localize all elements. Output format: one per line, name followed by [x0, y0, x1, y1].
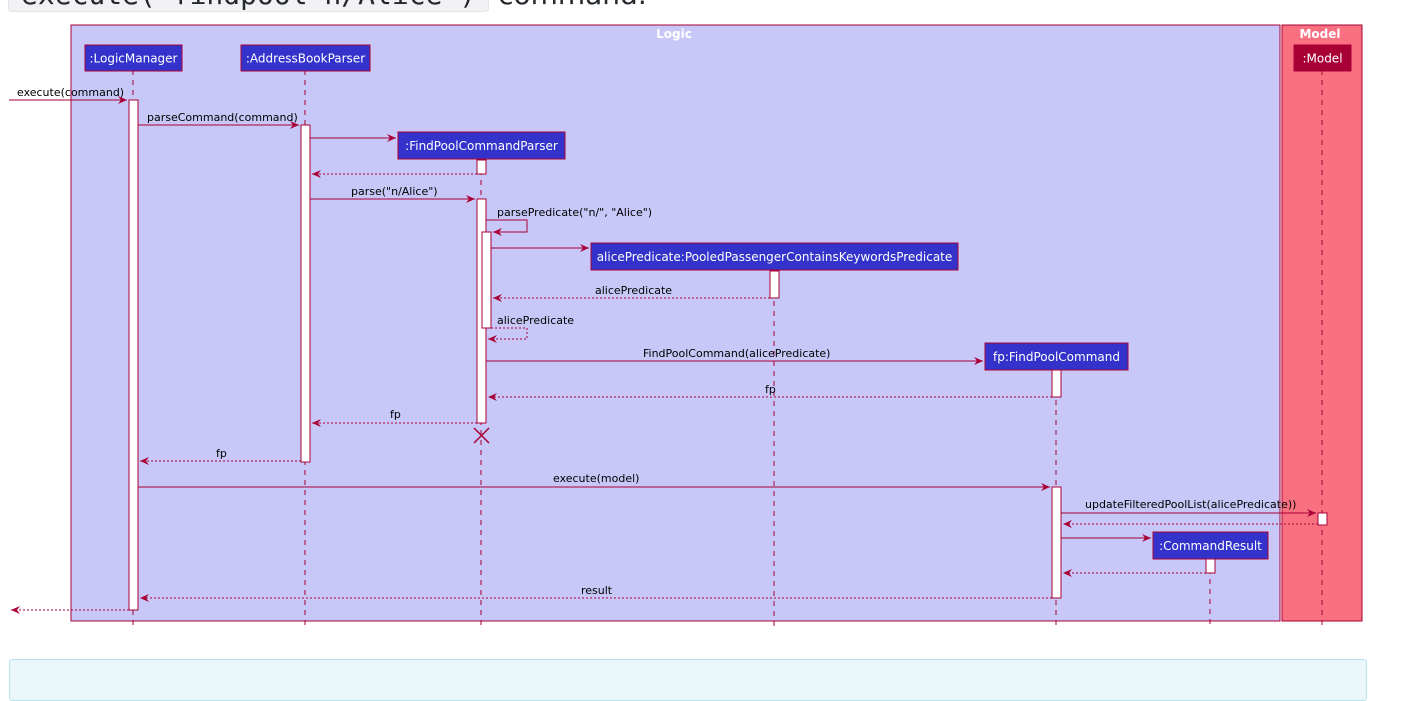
msg-label-fp-created: fp [765, 383, 776, 396]
return-alice-predicate-self [488, 327, 528, 343]
svg-text::CommandResult: :CommandResult [1159, 539, 1262, 553]
activation-parser-parse-predicate [481, 231, 492, 329]
msg-label-result: result [581, 584, 613, 597]
msg-label-execute-model: execute(model) [553, 472, 639, 485]
msg-label-update-filtered-pool-list: updateFilteredPoolList(alicePredicate)) [1085, 498, 1296, 511]
svg-text::Model: :Model [1302, 52, 1342, 66]
participant-command-result: :CommandResult [1152, 531, 1269, 560]
activation-model [1317, 512, 1328, 526]
note-box [9, 659, 1367, 701]
msg-label-fp-to-parser: fp [390, 408, 401, 421]
logic-box [70, 24, 1281, 622]
svg-text::LogicManager: :LogicManager [89, 52, 177, 66]
msg-label-parse: parse("n/Alice") [351, 185, 438, 198]
participant-find-pool-command: fp:FindPoolCommand [984, 342, 1129, 371]
activation-predicate [769, 270, 780, 299]
activation-find-pool-command-execute [1051, 486, 1062, 599]
msg-parse-predicate [486, 219, 528, 236]
activation-parser-create [476, 159, 487, 175]
svg-text::FindPoolCommandParser: :FindPoolCommandParser [405, 139, 558, 153]
participant-address-book-parser: :AddressBookParser [240, 44, 371, 72]
participant-model: :Model [1293, 44, 1352, 72]
svg-text:alicePredicate:PooledPassenger: alicePredicate:PooledPassengerContainsKe… [597, 250, 953, 264]
logic-box-label: Logic [656, 27, 692, 41]
activation-command-result [1205, 558, 1216, 574]
model-box-label: Model [1299, 27, 1340, 41]
msg-label-parse-command: parseCommand(command) [147, 111, 298, 124]
destroy-parser-mark [473, 427, 490, 444]
msg-label-alice-predicate-return: alicePredicate [595, 284, 672, 297]
activation-address-book-parser [300, 124, 311, 463]
msg-label-alice-predicate-self: alicePredicate [497, 314, 574, 327]
command-code: execute("findpool n/Alice") [8, 0, 490, 12]
svg-text::AddressBookParser: :AddressBookParser [246, 52, 365, 66]
instruction-text: execute("findpool n/Alice") command. [8, 0, 647, 18]
msg-label-execute-command: execute(command) [17, 86, 124, 99]
participant-logic-manager: :LogicManager [84, 44, 183, 72]
activation-logic-manager [128, 99, 139, 611]
participant-alice-predicate: alicePredicate:PooledPassengerContainsKe… [590, 242, 959, 271]
svg-text:fp:FindPoolCommand: fp:FindPoolCommand [993, 350, 1120, 364]
msg-label-parse-predicate: parsePredicate("n/", "Alice") [497, 206, 652, 219]
sequence-diagram: Logic Model :LogicManager :AddressBookPa… [9, 24, 1363, 627]
msg-label-find-pool-command: FindPoolCommand(alicePredicate) [643, 347, 830, 360]
participant-find-pool-command-parser: :FindPoolCommandParser [397, 131, 566, 160]
instruction-suffix: command. [498, 0, 647, 11]
msg-label-fp-to-logic: fp [216, 447, 227, 460]
activation-find-pool-command-create [1051, 369, 1062, 398]
